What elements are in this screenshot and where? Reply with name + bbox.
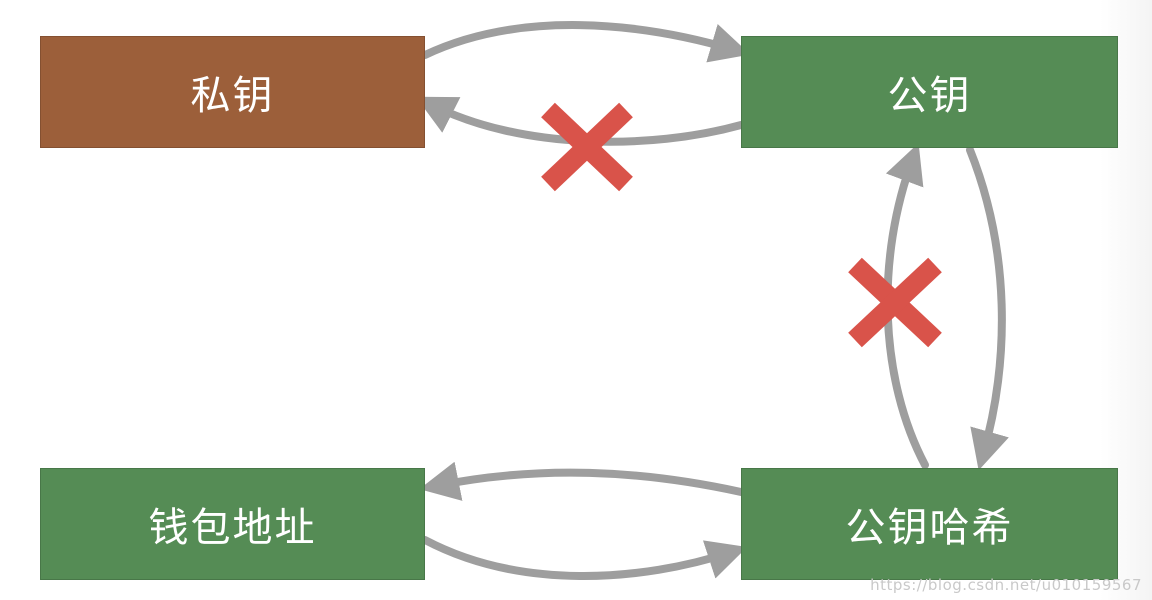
arrow-public-to-hash [966, 146, 1009, 471]
wallet-address-node: 钱包地址 [40, 468, 425, 580]
arrow-hash-to-address [419, 461, 745, 501]
arrow-private-to-public [421, 21, 751, 63]
arrow-address-to-hash [421, 536, 748, 580]
public-key-hash-node: 公钥哈希 [741, 468, 1118, 580]
forbidden-x-icon [848, 257, 942, 348]
watermark-text: https://blog.csdn.net/u010159567 [870, 576, 1142, 594]
private-key-node: 私钥 [40, 36, 425, 148]
public-key-node: 公钥 [741, 36, 1118, 148]
forbidden-x-icon [541, 102, 633, 192]
